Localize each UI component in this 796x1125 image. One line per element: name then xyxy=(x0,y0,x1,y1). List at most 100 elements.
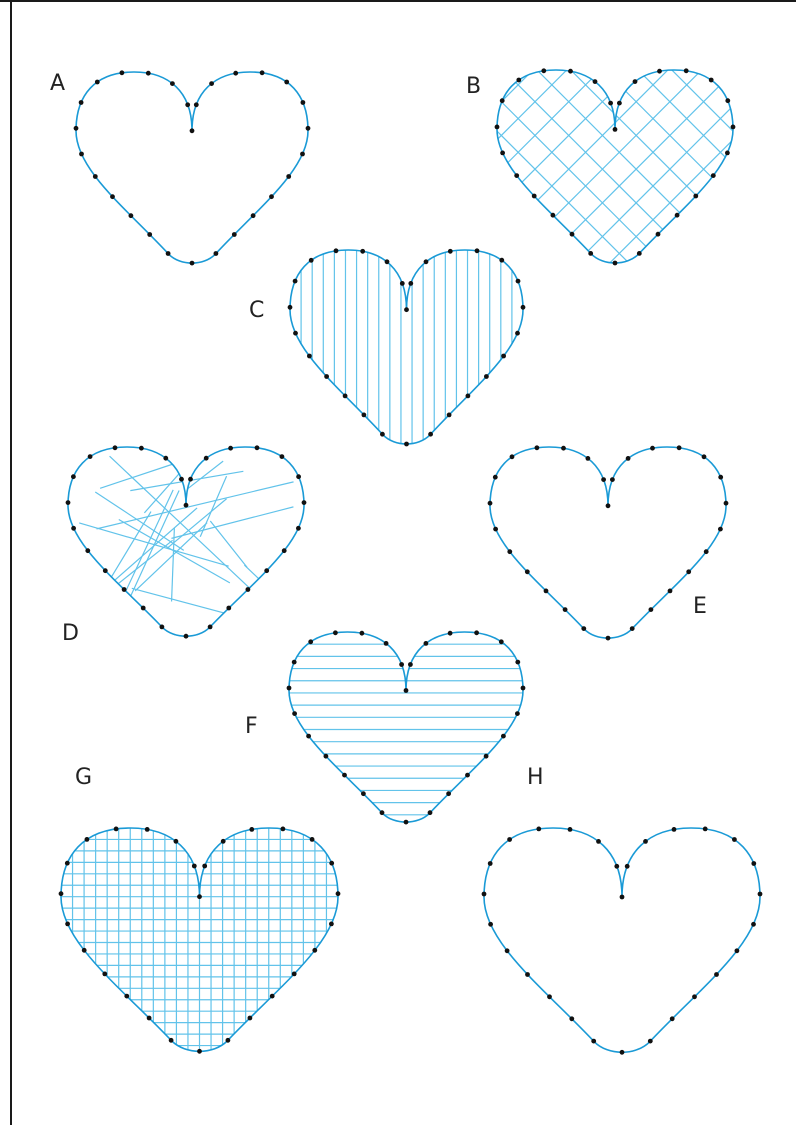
nail-dot xyxy=(525,569,530,574)
nail-dot xyxy=(166,251,171,256)
string-fill xyxy=(284,644,528,815)
string-fill xyxy=(91,68,796,276)
nail-dot xyxy=(260,70,265,75)
nail-dot xyxy=(515,711,520,716)
nail-dot xyxy=(703,827,708,832)
nail-dot xyxy=(301,100,306,105)
string-line xyxy=(771,68,796,276)
string-line xyxy=(704,68,796,276)
nail-dot xyxy=(343,394,348,399)
nail-dot xyxy=(601,477,606,482)
heart-outline xyxy=(68,447,304,636)
nail-dot xyxy=(88,454,93,459)
nail-dot xyxy=(79,152,84,157)
nail-dot xyxy=(586,456,591,461)
nail-dot xyxy=(751,861,756,866)
string-line xyxy=(299,68,507,276)
nail-dot xyxy=(333,630,338,635)
string-line xyxy=(171,507,293,538)
nail-dot xyxy=(404,442,409,447)
string-line xyxy=(104,508,197,590)
nail-dot xyxy=(292,711,297,716)
nail-dot xyxy=(731,125,736,130)
nail-dot xyxy=(488,501,493,506)
nail-dot xyxy=(424,641,429,646)
nail-dot xyxy=(292,972,297,977)
nail-dot xyxy=(570,232,575,237)
nail-dot xyxy=(184,634,189,639)
string-line xyxy=(87,540,173,609)
nail-dot xyxy=(71,526,76,531)
nail-dot xyxy=(404,820,409,825)
nail-dot xyxy=(408,662,413,667)
heart-c xyxy=(288,245,526,454)
nail-dot xyxy=(129,213,134,218)
nail-dot xyxy=(606,636,611,641)
nail-dot xyxy=(495,125,500,130)
nail-dot xyxy=(672,827,677,832)
nail-dot xyxy=(424,259,429,264)
nail-dot xyxy=(170,81,175,86)
nail-dot xyxy=(336,891,341,896)
nail-dot xyxy=(514,173,519,178)
nail-dot xyxy=(692,994,697,999)
nail-dot xyxy=(380,432,385,437)
nail-dot xyxy=(361,791,366,796)
nail-dot xyxy=(233,71,238,76)
string-line xyxy=(597,68,796,276)
nail-dot xyxy=(613,127,618,132)
nail-dot xyxy=(507,549,512,554)
string-line xyxy=(366,68,574,276)
nail-dot xyxy=(160,625,165,630)
string-line xyxy=(670,68,796,276)
string-line xyxy=(664,68,796,276)
nail-dot xyxy=(510,454,515,459)
nail-dot xyxy=(447,413,452,418)
nail-dot xyxy=(147,232,152,237)
nail-dot xyxy=(248,1016,253,1021)
string-line xyxy=(91,68,299,276)
nail-dot xyxy=(362,413,367,418)
nail-dot xyxy=(385,259,390,264)
nail-dot xyxy=(163,456,168,461)
nail-dot xyxy=(656,232,661,237)
nail-dot xyxy=(751,922,756,927)
heart-h xyxy=(482,827,763,1055)
nail-dot xyxy=(725,151,730,156)
nail-dot xyxy=(85,837,90,842)
nail-dot xyxy=(758,892,763,897)
nail-dot xyxy=(65,922,70,927)
nail-dot xyxy=(643,839,648,844)
nail-dot xyxy=(281,827,286,832)
nail-dot xyxy=(501,734,506,739)
nail-dot xyxy=(606,503,611,508)
nail-dot xyxy=(174,839,179,844)
nail-dot xyxy=(404,688,409,693)
nail-dot xyxy=(614,864,619,869)
nail-dot xyxy=(214,251,219,256)
nail-dot xyxy=(718,527,723,532)
nail-dot xyxy=(475,248,480,253)
nail-dot xyxy=(310,837,315,842)
nail-dot xyxy=(300,152,305,157)
nail-dot xyxy=(185,102,190,107)
nail-dot xyxy=(650,446,655,451)
nail-dot xyxy=(704,549,709,554)
heart-a xyxy=(74,70,311,265)
string-line xyxy=(110,456,290,626)
nail-dot xyxy=(74,126,79,131)
nail-dot xyxy=(139,446,144,451)
heart-outline xyxy=(289,632,523,822)
string-line xyxy=(97,482,294,529)
nail-dot xyxy=(232,232,237,237)
nail-dot xyxy=(264,568,269,573)
nail-dot xyxy=(493,527,498,532)
nail-dot xyxy=(507,837,512,842)
nail-dot xyxy=(399,662,404,667)
heart-b xyxy=(91,68,796,276)
nail-dot xyxy=(228,446,233,451)
nail-dot xyxy=(288,305,293,310)
nail-dot xyxy=(630,626,635,631)
nail-dot xyxy=(114,827,119,832)
nail-dot xyxy=(408,281,413,286)
